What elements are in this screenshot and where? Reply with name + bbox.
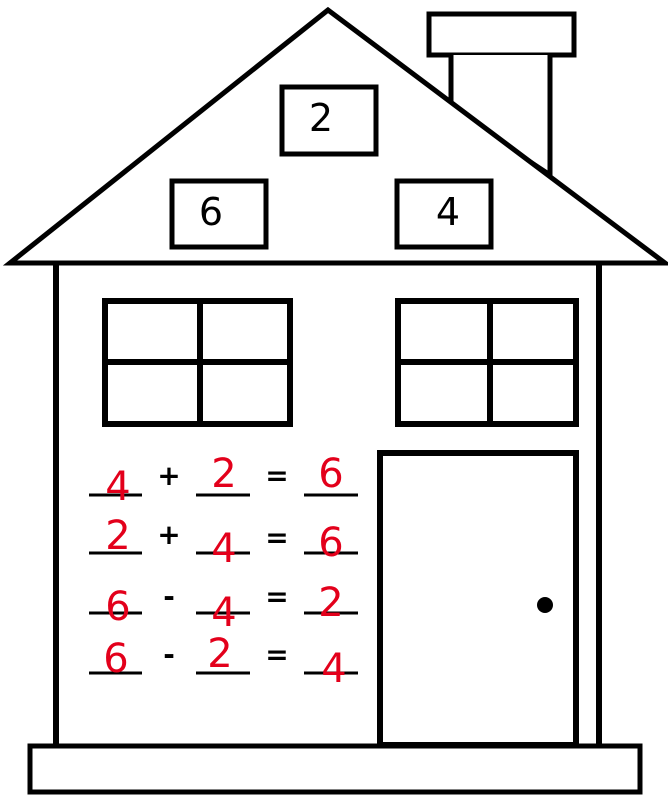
answer-result: 6 [318,520,343,566]
operator: + [157,459,180,492]
answer-result: 4 [321,646,346,692]
equation-row: 2 + 4 = 6 [89,513,358,572]
door-knob [537,597,553,613]
equals-sign: = [265,459,288,492]
foundation [30,746,640,792]
answer-b: 4 [211,526,236,572]
answer-b: 2 [211,451,236,497]
answer-a: 6 [105,584,130,630]
equals-sign: = [265,580,288,613]
operator: + [157,518,180,551]
roof-box-left: 6 [172,181,266,247]
answer-result: 6 [318,451,343,497]
operator: - [163,580,175,613]
equation-row: 6 - 2 = 4 [89,631,358,692]
roof-box-right: 4 [397,181,491,247]
roof-number-top: 2 [309,96,333,140]
answer-b: 4 [211,590,236,636]
answer-a: 6 [103,636,128,682]
equations: 4 + 2 = 6 2 + 4 = 6 6 - 4 = 2 [89,451,358,692]
roof-number-left: 6 [199,190,223,234]
equation-row: 4 + 2 = 6 [89,451,358,510]
equals-sign: = [265,638,288,671]
door [380,453,576,745]
operator: - [163,638,175,671]
equation-row: 6 - 4 = 2 [89,580,358,636]
answer-b: 2 [207,631,232,677]
answer-result: 2 [318,580,343,626]
roof-box-top: 2 [282,87,376,154]
roof-number-right: 4 [436,190,460,234]
window-right [398,301,576,424]
equals-sign: = [265,521,288,554]
chimney-cap [429,14,574,55]
answer-a: 2 [105,513,130,559]
answer-a: 4 [105,464,130,510]
window-left [105,301,290,424]
